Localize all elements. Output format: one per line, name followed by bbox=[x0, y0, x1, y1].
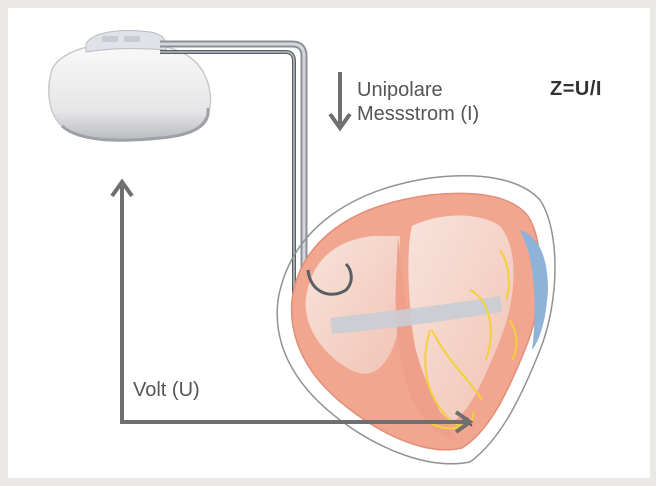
current-label: Unipolare Messstrom (I) bbox=[357, 78, 479, 126]
voltage-label: Volt (U) bbox=[133, 378, 200, 402]
current-label-line1: Unipolare bbox=[357, 78, 479, 102]
current-label-line2: Messstrom (I) bbox=[357, 102, 479, 126]
impedance-formula: Z=U/I bbox=[550, 78, 602, 101]
current-arrow bbox=[330, 72, 350, 128]
